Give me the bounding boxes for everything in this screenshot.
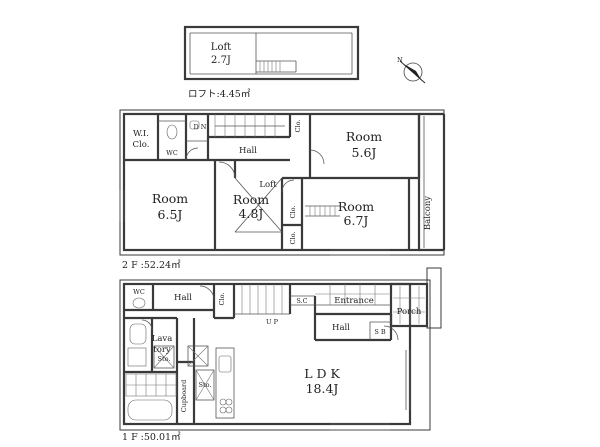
loft-ladder: [256, 60, 297, 73]
loft-opening: [234, 177, 283, 233]
loft-opening-label: Loft: [259, 180, 277, 190]
lavatory-label-1: Lava: [152, 334, 173, 344]
compass-icon: N: [397, 56, 426, 84]
room-e-name: Room: [338, 199, 374, 214]
loft-caption: ロフト:4.45㎡: [188, 89, 251, 100]
room-wc-label: WC: [133, 288, 145, 296]
storage-label-2: Sto.: [199, 381, 212, 389]
shoe-closet-label: S.C: [296, 297, 307, 305]
first-floor-plan: WC Hall Clo. S.C Entrance Porch U P Hall…: [119, 267, 442, 443]
balcony-label: Balcony: [423, 196, 433, 230]
stairs-up-label: U P: [266, 318, 279, 326]
room-w-name: Room: [152, 191, 188, 206]
entrance-label: Entrance: [334, 296, 374, 306]
porch-tile-grid: [393, 286, 425, 324]
first-floor-stairs: [232, 284, 292, 318]
room-c-size: 4.8J: [239, 206, 264, 221]
second-floor-caption: 2 F :52.24㎡: [122, 260, 181, 271]
shoe-box-label: S B: [374, 328, 386, 336]
first-floor-caption: 1 F :50.01㎡: [122, 432, 181, 443]
second-floor-stairs: [214, 114, 285, 137]
loft-plan: Loft 2.7J ロフト:4.45㎡: [183, 25, 360, 100]
hall-east-label: Hall: [332, 323, 350, 333]
stairs-dn-label: D N: [194, 123, 207, 131]
closet-top-label: Clo.: [294, 120, 302, 133]
room-ne-size: 5.6J: [352, 145, 377, 160]
closet-low-label: Clo.: [289, 232, 297, 245]
cupboard-label: Cupboard: [180, 380, 188, 413]
hall-label: Hall: [239, 146, 257, 156]
lavatory-label-2: tory: [153, 345, 171, 355]
room-ladder: [305, 205, 340, 217]
room-w-size: 6.5J: [158, 207, 183, 222]
second-floor-plan: W.I. Clo. WC D N Clo. Hall Room 5.6J Roo…: [119, 109, 446, 271]
bath-tile-grid: [125, 373, 177, 397]
porch-label: Porch: [397, 307, 422, 317]
closet-label: Clo.: [218, 293, 226, 306]
room-wic-label-1: W.I.: [133, 129, 149, 139]
room-e-size: 6.7J: [344, 213, 369, 228]
hall-west-label: Hall: [174, 293, 192, 303]
loft-name: Loft: [211, 42, 231, 53]
ldk-name: L D K: [304, 366, 340, 381]
ldk-size: 18.4J: [306, 381, 339, 396]
compass-north-label: N: [397, 56, 403, 64]
storage-label-1: Sto.: [158, 355, 171, 363]
room-c-name: Room: [233, 192, 269, 207]
room-ne-name: Room: [346, 129, 382, 144]
room-wic-label-2: Clo.: [133, 140, 150, 150]
loft-size: 2.7J: [211, 55, 231, 66]
closet-mid-label: Clo.: [289, 206, 297, 219]
room-wc-label: WC: [166, 149, 178, 157]
